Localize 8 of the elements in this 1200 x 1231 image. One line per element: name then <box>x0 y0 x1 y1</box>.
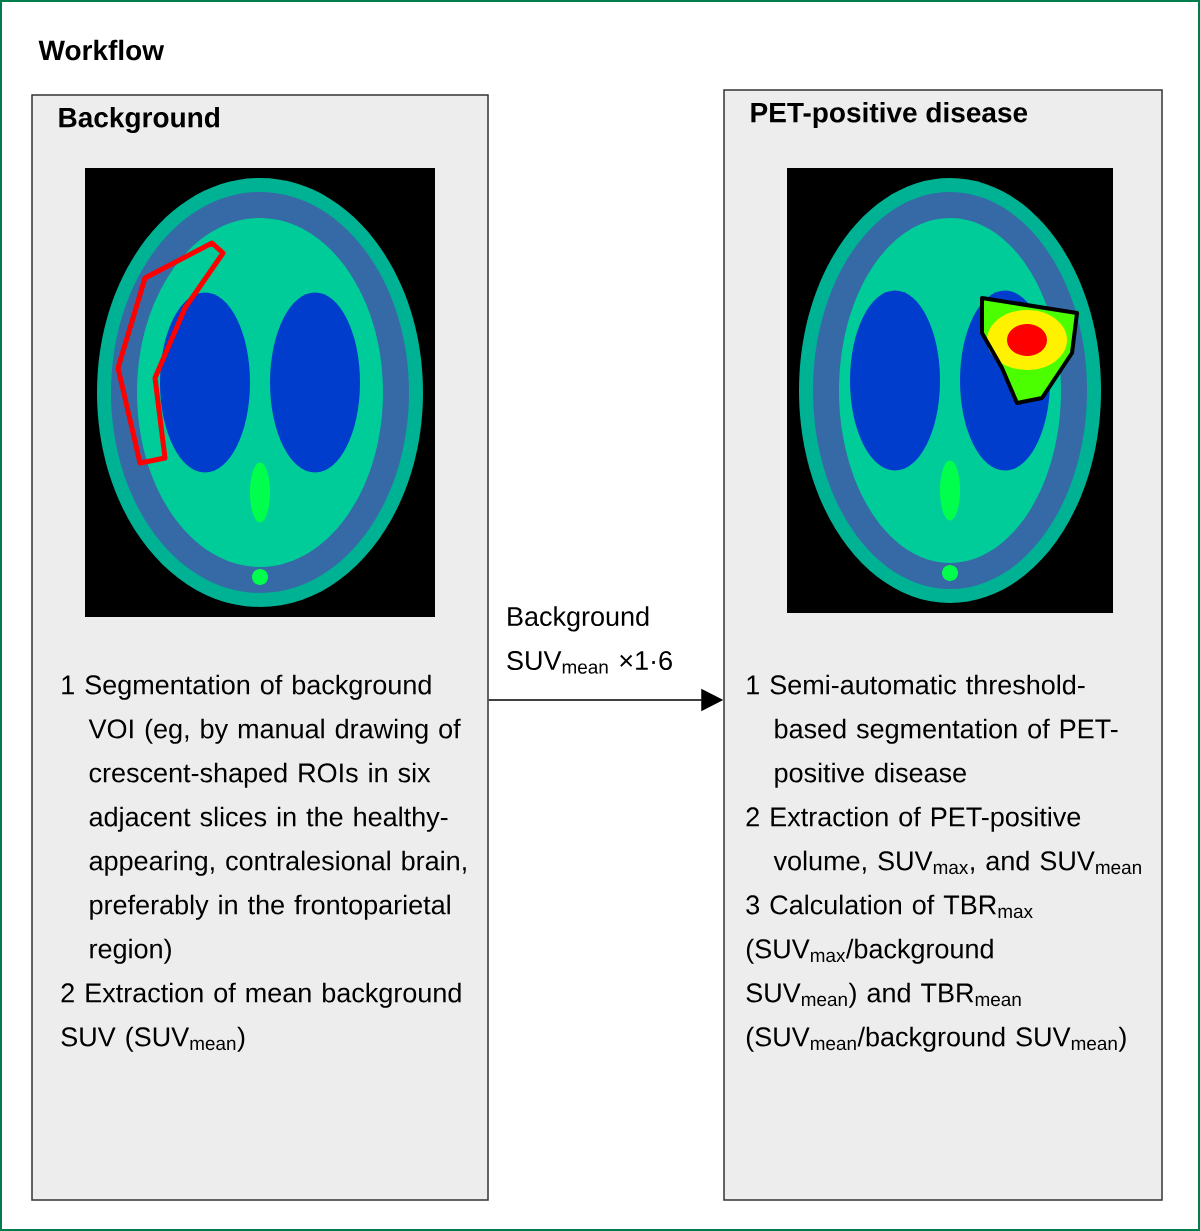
panel-heading: Background <box>59 106 220 134</box>
edge-label: Background SUV$_{mean}$ ×1·6 <box>507 606 672 674</box>
step-text: 2 Extraction of mean background SUV (SUV$_{mean}$) <box>61 982 461 1052</box>
step-text: 1 Segmentation of background VOI (eg, by manual drawing of crescent-shaped ROIs in six adjacent slices in the healthy-appearing, contralesional brain, preferably in the frontoparietal region) <box>62 674 466 964</box>
panel-heading: PET-positive disease <box>751 101 1028 129</box>
step-text: 1 Semi-automatic threshold-based segmentation of PET-positive disease <box>747 674 1118 788</box>
title: Workflow <box>38 39 165 61</box>
step-text: 3 Calculation of TBR$_{max}$ (SUV$_{max}$/background SUV$_{mean}$) and TBR$_{mean}$ (SUV$_{mean}$/background SUV$_{mean}$) <box>746 894 1126 1052</box>
